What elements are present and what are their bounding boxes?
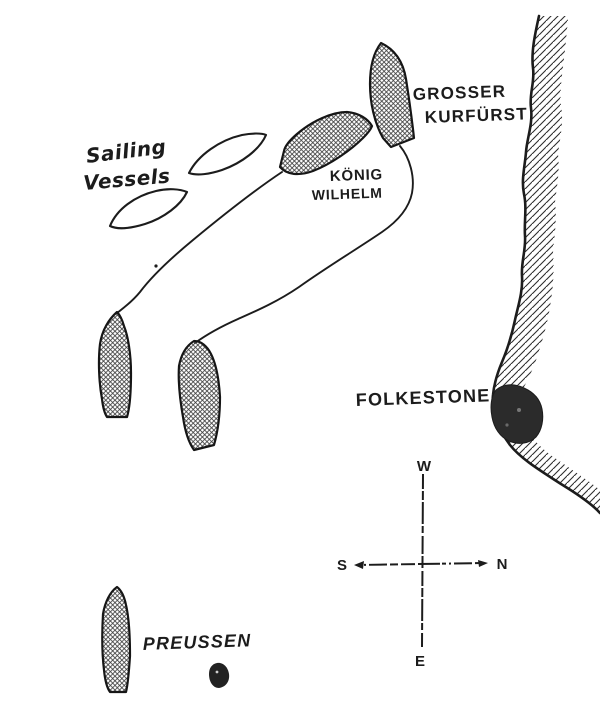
town-mark-texture-speck	[517, 408, 521, 412]
compass-label-east: E	[415, 653, 425, 670]
compass-label-north: N	[497, 556, 508, 573]
grosser-kurfurst-label-line1: GROSSER	[412, 82, 506, 104]
sailing-vessel-hull-upper	[187, 132, 268, 176]
ship-konig-wilhelm	[278, 110, 374, 176]
folkestone-label: FOLKESTONE	[355, 385, 490, 410]
track-konig-wilhelm	[116, 171, 283, 314]
konig-wilhelm-label-line1: KÖNIG	[330, 166, 384, 185]
compass-rose: W S N E	[337, 458, 507, 670]
folkestone-town-mark	[490, 384, 544, 444]
ship-lower-right-position	[177, 339, 222, 452]
compass-arrow-left	[354, 561, 364, 569]
sailing-vessel-hull-lower	[108, 188, 189, 230]
sailing-vessels-label-line1: Sailing	[85, 134, 168, 168]
dot-speck	[154, 264, 158, 268]
compass-arrow-right	[478, 560, 488, 567]
ship-preussen	[101, 585, 132, 694]
coastline-group	[490, 14, 600, 515]
ship-grosser-kurfurst	[368, 41, 416, 149]
ship-lower-left-position	[97, 310, 133, 419]
ironclad-ships-group	[97, 41, 416, 694]
town-mark-texture-speck	[505, 423, 509, 427]
preussen-label: PREUSSEN	[142, 630, 251, 654]
compass-horizontal-line	[356, 562, 486, 566]
coast-shoreline	[491, 14, 600, 515]
track-grosser-kurfurst	[194, 145, 414, 344]
ink-blob	[209, 662, 230, 688]
ship-tracks-group	[116, 145, 414, 344]
compass-vertical-line	[421, 473, 424, 648]
compass-label-south: S	[337, 557, 347, 574]
sailing-vessels-group	[108, 132, 268, 230]
grosser-kurfurst-label-line2: KURFÜRST	[424, 104, 528, 127]
ink-blob-highlight	[215, 670, 219, 674]
compass-label-west: W	[417, 458, 432, 475]
konig-wilhelm-label-line2: WILHELM	[312, 185, 383, 203]
ink-blob-shape	[209, 662, 230, 688]
